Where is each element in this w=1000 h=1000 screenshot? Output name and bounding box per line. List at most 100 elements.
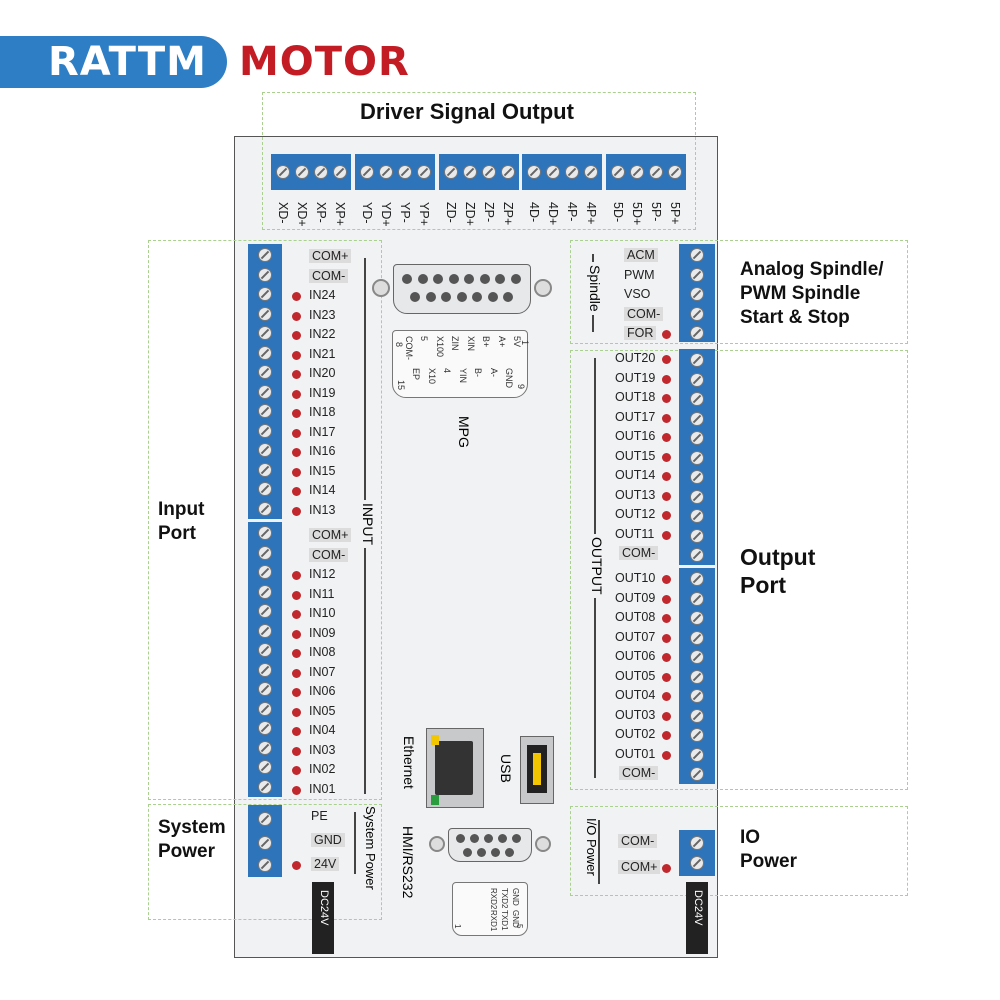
terminal-screw-icon	[258, 682, 272, 696]
terminal-screw-icon	[690, 689, 704, 703]
db9-pin	[456, 834, 465, 843]
io-power-pin-label: COM+	[618, 860, 661, 874]
input-pin-label: IN02	[309, 762, 336, 776]
ethernet-led-green	[431, 795, 439, 805]
driver-pin-label: YP+	[417, 202, 431, 226]
driver-pin-label: 4D+	[546, 202, 560, 226]
driver-pin-label: ZP+	[501, 202, 515, 226]
input-pin-label: IN22	[309, 327, 336, 341]
terminal-screw-icon	[398, 165, 412, 179]
db9-pin	[477, 848, 486, 857]
terminal-screw-icon	[690, 767, 704, 781]
driver-pin-label: 5D+	[630, 202, 644, 226]
input-port-title: Input Port	[158, 498, 204, 546]
hmi-pinout-diagram	[452, 882, 528, 936]
input-pin-label: IN12	[309, 567, 336, 581]
terminal-screw-icon	[258, 643, 272, 657]
driver-pin-label: 5P-	[649, 202, 663, 222]
driver-pin-label: 4P-	[565, 202, 579, 222]
terminal-screw-icon	[565, 165, 579, 179]
hmi-pin-label: TXD2	[500, 888, 509, 909]
db15-pin	[495, 274, 505, 284]
io-power-title: IO Power	[740, 826, 797, 874]
output-status-dot	[662, 355, 671, 364]
terminal-screw-icon	[258, 721, 272, 735]
terminal-screw-icon	[501, 165, 515, 179]
input-port-title-line1: Input	[158, 499, 205, 520]
output-pin-label: OUT18	[615, 390, 656, 404]
input-pin-label: IN06	[309, 684, 336, 698]
input-status-dot	[292, 467, 301, 477]
system-power-title-line2: Power	[158, 841, 216, 862]
system-power-dc-badge: DC24V	[312, 882, 334, 954]
input-pin-label: IN14	[309, 483, 336, 497]
terminal-screw-icon	[258, 565, 272, 579]
terminal-screw-icon	[527, 165, 541, 179]
terminal-screw-icon	[417, 165, 431, 179]
terminal-screw-icon	[690, 372, 704, 387]
mpg-pin-label: B+	[481, 336, 491, 348]
mpg-pin-label: A+	[496, 336, 507, 348]
input-pin-label: IN16	[309, 444, 336, 458]
io-power-group-label: I/O Power	[584, 818, 599, 876]
terminal-screw-icon	[690, 392, 704, 406]
mpg-pin-label: 4	[442, 368, 452, 374]
output-pin-label: OUT19	[615, 370, 656, 385]
input-com-label: COM-	[309, 268, 349, 283]
input-port-group	[148, 240, 382, 800]
input-pin-label: IN09	[309, 625, 336, 640]
hmi-mount-screw-right	[535, 836, 551, 852]
spindle-title-line1: Analog Spindle/	[740, 259, 884, 280]
input-pin-label: IN24	[309, 288, 336, 302]
input-status-dot	[292, 331, 301, 340]
output-status-dot	[662, 575, 671, 584]
db9-pin	[470, 834, 479, 843]
hmi-mount-screw-left	[429, 836, 445, 852]
system-power-group	[148, 804, 382, 920]
terminal-screw-icon	[630, 165, 644, 179]
system-power-pin-label: PE	[311, 809, 328, 823]
terminal-screw-icon	[379, 165, 393, 179]
hmi-pin-label: GND	[511, 888, 520, 906]
hmi-pin-label: RXD1	[489, 910, 498, 932]
terminal-screw-icon	[611, 165, 625, 179]
terminal-screw-icon	[258, 365, 272, 379]
db9-pin	[512, 834, 521, 843]
input-port-title-line2: Port	[158, 523, 196, 544]
usb-port	[520, 736, 554, 804]
output-status-dot	[662, 692, 671, 701]
driver-pin-label: XP+	[333, 202, 347, 226]
mpg-label: MPG	[456, 416, 472, 448]
input-status-dot	[292, 448, 301, 457]
terminal-screw-icon	[690, 248, 704, 262]
output-pin-label: OUT14	[615, 468, 656, 482]
terminal-screw-icon	[690, 708, 704, 723]
input-terminal-block-upper	[248, 244, 282, 519]
db15-pin	[472, 292, 482, 302]
input-status-dot	[292, 668, 301, 678]
input-status-dot	[292, 487, 301, 496]
output-status-dot	[662, 472, 671, 481]
usb-contacts	[533, 753, 541, 785]
terminal-screw-icon	[258, 326, 272, 340]
input-pin-label: IN15	[309, 463, 336, 478]
system-power-dc-label: DC24V	[318, 890, 330, 926]
hmi-pin-label: TXD1	[500, 910, 509, 931]
output-status-dot	[662, 672, 671, 682]
output-pin-label: OUT17	[615, 409, 656, 424]
db15-pin	[425, 292, 436, 302]
ethernet-label: Ethernet	[401, 736, 417, 789]
output-pin-label: OUT10	[615, 571, 656, 585]
output-pin-label: OUT09	[615, 590, 656, 605]
output-pin-label: OUT08	[615, 610, 656, 624]
output-status-dot	[662, 452, 671, 462]
mpg-pin-label: B-	[473, 368, 483, 377]
input-pin-label: IN05	[309, 703, 336, 718]
output-pin-label: OUT03	[615, 707, 656, 722]
input-pin-label: IN20	[309, 366, 336, 380]
output-pin-label: OUT05	[615, 668, 656, 683]
terminal-screw-icon	[690, 856, 704, 870]
terminal-screw-icon	[668, 165, 682, 179]
output-group-label: OUTPUT	[589, 534, 605, 598]
db9-pin	[498, 834, 507, 843]
